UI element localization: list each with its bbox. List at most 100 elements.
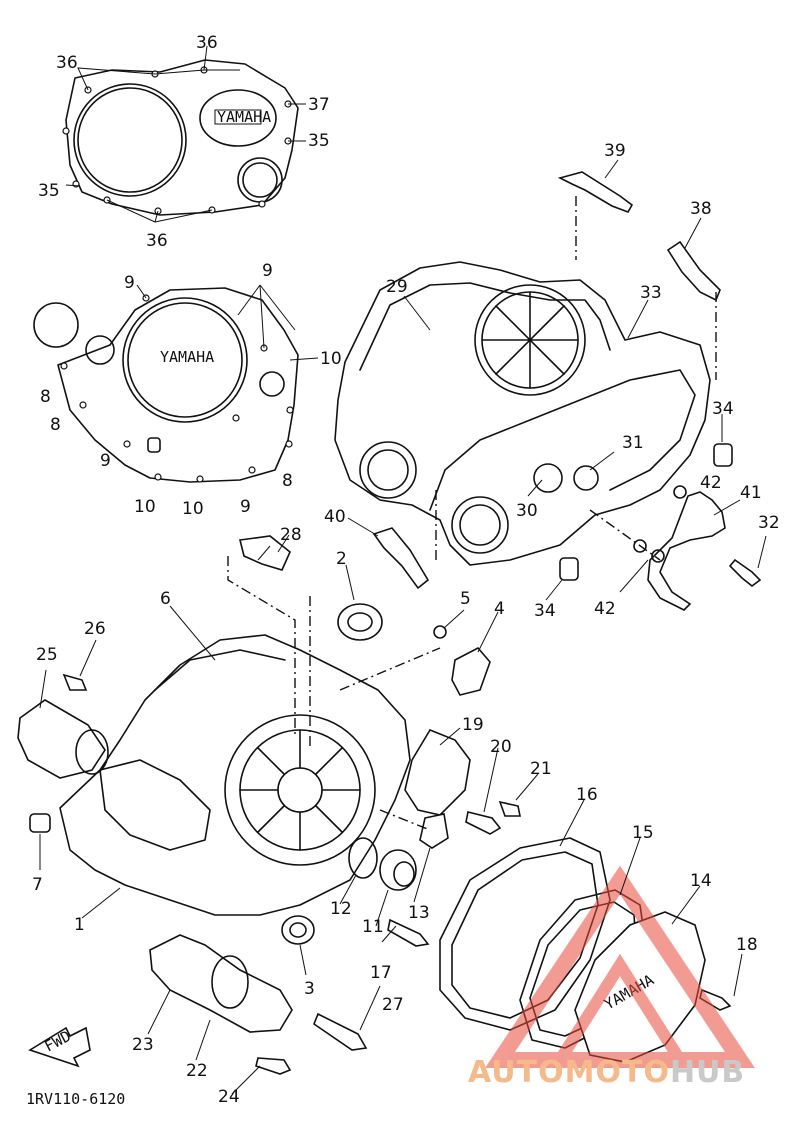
callout-33: 33	[640, 283, 662, 303]
bracket-39	[557, 171, 634, 213]
callout-35-a: 35	[308, 131, 330, 151]
dowel-34a	[713, 443, 733, 467]
fwd-arrow: FWD	[28, 1026, 91, 1068]
callout-29: 29	[386, 277, 408, 297]
callout-6: 6	[160, 589, 171, 609]
watermark-brand-part2: HUB	[669, 1055, 746, 1090]
callout-34-b: 34	[534, 601, 556, 621]
bolt-26	[62, 673, 88, 691]
alignment-line	[589, 509, 661, 561]
callout-42-b: 42	[594, 599, 616, 619]
oring-42a	[673, 485, 687, 499]
alignment-line	[339, 647, 441, 691]
callout-9-b: 9	[262, 261, 273, 281]
callout-25: 25	[36, 645, 58, 665]
bolt-32	[728, 558, 762, 588]
callout-10-b: 10	[134, 497, 156, 517]
callout-36-b: 36	[56, 53, 78, 73]
callout-17: 17	[370, 963, 392, 983]
bolt-24	[255, 1057, 292, 1075]
callout-8-c: 8	[282, 471, 293, 491]
callout-3: 3	[304, 979, 315, 999]
callout-9-d: 9	[240, 497, 251, 517]
callout-36-a: 36	[196, 33, 218, 53]
callout-34-a: 34	[712, 399, 734, 419]
crankcase-cover-left: YAMAHA	[33, 284, 319, 483]
callout-24: 24	[218, 1087, 240, 1107]
plate-19	[404, 729, 471, 816]
bolt-20	[465, 811, 502, 835]
bearing-2	[337, 603, 383, 641]
screw-17	[387, 918, 430, 947]
callout-30: 30	[516, 501, 538, 521]
callout-9-c: 9	[100, 451, 111, 471]
callout-37: 37	[308, 95, 330, 115]
callout-28: 28	[280, 525, 302, 545]
callout-13: 13	[408, 903, 430, 923]
watermark-brand-part1: AUTOMOTO	[468, 1055, 670, 1090]
callout-40: 40	[324, 507, 346, 527]
callout-8-a: 8	[40, 387, 51, 407]
callout-38: 38	[690, 199, 712, 219]
callout-23: 23	[132, 1035, 154, 1055]
callout-41: 41	[740, 483, 762, 503]
callout-18: 18	[736, 935, 758, 955]
sensor-13	[419, 813, 449, 849]
callout-31: 31	[622, 433, 644, 453]
oring-42c	[651, 549, 665, 563]
callout-1: 1	[74, 915, 85, 935]
clutch-cover-gasket: YAMAHA	[62, 45, 306, 223]
shift-arm-41	[647, 491, 726, 611]
callout-7: 7	[32, 875, 43, 895]
oring-12	[348, 837, 378, 879]
diagram-code: 1RV110-6120	[26, 1090, 125, 1108]
crankcase-cover-right	[334, 261, 711, 566]
callout-11: 11	[362, 917, 384, 937]
callout-35-b: 35	[38, 181, 60, 201]
alignment-line	[379, 809, 431, 831]
callout-32: 32	[758, 513, 780, 533]
watermark-text: AUTOMOTOHUB	[468, 1055, 745, 1090]
bracket-40	[372, 527, 430, 590]
leader-lines	[39, 159, 767, 1095]
callout-39: 39	[604, 141, 626, 161]
callout-labels: 36 36 37 35 35 36 9 9 10 8 8 9 8 10 10 9…	[32, 33, 780, 1107]
clutch-cover-logo: YAMAHA	[217, 108, 271, 126]
oring-42b	[633, 539, 647, 553]
bracket-28	[239, 535, 291, 571]
starter-motor-25	[17, 699, 109, 779]
callout-2: 2	[336, 549, 347, 569]
callout-22: 22	[186, 1061, 208, 1081]
callout-19: 19	[462, 715, 484, 735]
callout-8-b: 8	[50, 415, 61, 435]
crankcase-assembly	[59, 634, 411, 916]
bolt-21	[498, 800, 521, 817]
callout-15: 15	[632, 823, 654, 843]
callout-16: 16	[576, 785, 598, 805]
crankcase-cover-logo: YAMAHA	[160, 348, 214, 366]
bolt-27	[313, 1012, 368, 1051]
cover-4	[451, 646, 491, 696]
dowel-34b	[559, 557, 579, 581]
watermark-logo	[485, 865, 755, 1068]
cap-11	[379, 849, 417, 891]
callout-14: 14	[690, 871, 712, 891]
callout-27: 27	[382, 995, 404, 1015]
callout-5: 5	[460, 589, 471, 609]
collar-3	[281, 915, 315, 945]
callout-10-a: 10	[320, 349, 342, 369]
bracket-38	[666, 240, 721, 302]
callout-9-a: 9	[124, 273, 135, 293]
dowel-7	[29, 813, 51, 833]
callout-36-c: 36	[146, 231, 168, 251]
callout-42-a: 42	[700, 473, 722, 493]
callout-4: 4	[494, 599, 505, 619]
callout-12: 12	[330, 899, 352, 919]
callout-10-c: 10	[182, 499, 204, 519]
callout-20: 20	[490, 737, 512, 757]
bolt-5	[433, 625, 447, 639]
callout-21: 21	[530, 759, 552, 779]
callout-26: 26	[84, 619, 106, 639]
